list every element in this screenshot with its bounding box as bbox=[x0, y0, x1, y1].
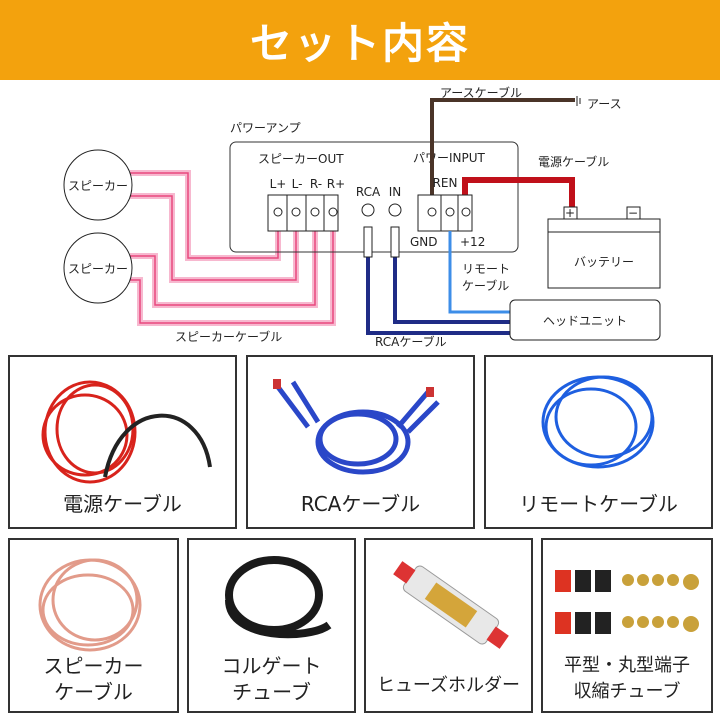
in-label: IN bbox=[389, 185, 402, 199]
battery-minus: − bbox=[628, 206, 638, 220]
speaker-terminals bbox=[267, 194, 339, 232]
product-speaker-cable: スピーカー ケーブル bbox=[8, 538, 179, 713]
product-label: ヒューズホルダー bbox=[376, 675, 521, 696]
head-unit-label: ヘッドユニット bbox=[543, 314, 627, 328]
page-title: セット内容 bbox=[249, 18, 470, 68]
product-label-1: 平型・丸型端子 bbox=[564, 655, 690, 676]
battery-label: バッテリー bbox=[574, 255, 634, 269]
battery-plus: + bbox=[565, 206, 575, 220]
product-label: リモートケーブル bbox=[519, 492, 678, 516]
power-input-label: パワーINPUT bbox=[413, 151, 486, 165]
remote-cable-label-1: リモート bbox=[462, 262, 510, 276]
rca-cable-label: RCAケーブル bbox=[375, 334, 447, 349]
terminal-r-plus: R+ bbox=[327, 177, 345, 191]
remote-cable-label-2: ケーブル bbox=[462, 278, 509, 293]
product-remote-cable: リモートケーブル bbox=[484, 355, 713, 529]
ren-label: REN bbox=[433, 176, 458, 190]
speaker-out-label: スピーカーOUT bbox=[258, 152, 344, 166]
earth-cable-label: アースケーブル bbox=[440, 85, 522, 100]
rca-cables bbox=[366, 256, 510, 335]
product-fuse-holder: ヒューズホルダー bbox=[364, 538, 533, 713]
speaker-cable-label: スピーカーケーブル bbox=[175, 329, 282, 344]
terminal-l-minus: L- bbox=[292, 177, 303, 191]
head-unit bbox=[509, 299, 661, 341]
power-cable-label: 電源ケーブル bbox=[538, 154, 609, 169]
terminal-r-minus: R- bbox=[310, 177, 322, 191]
remote-cable bbox=[448, 231, 510, 314]
product-power-cable: 電源ケーブル bbox=[8, 355, 237, 529]
product-corrugated-tube: コルゲート チューブ bbox=[187, 538, 356, 713]
terminal-l-plus: L+ bbox=[270, 177, 287, 191]
speaker-2-label: スピーカー bbox=[68, 262, 128, 276]
gnd-label: GND bbox=[410, 235, 438, 249]
product-terminals-tubes: 平型・丸型端子 収縮チューブ bbox=[541, 538, 713, 713]
battery bbox=[547, 218, 661, 289]
rca-label: RCA bbox=[356, 185, 381, 199]
earth-label: アース bbox=[587, 97, 622, 111]
ground-icon bbox=[576, 96, 581, 106]
product-label: RCAケーブル bbox=[300, 492, 421, 516]
speaker-2 bbox=[63, 232, 133, 304]
earth-cable bbox=[430, 98, 575, 200]
product-label-1: コルゲート bbox=[221, 654, 322, 678]
speaker-1-label: スピーカー bbox=[68, 179, 128, 193]
product-label-2: 収縮チューブ bbox=[573, 681, 681, 702]
product-rca-cable: RCAケーブル bbox=[246, 355, 475, 529]
wiring-diagram: スピーカー スピーカー パワーアンプ スピーカーOUT L+ L- R- R+ … bbox=[63, 85, 661, 349]
plus12-label: +12 bbox=[460, 235, 485, 249]
product-label-2: チューブ bbox=[232, 680, 311, 704]
product-label: 電源ケーブル bbox=[63, 492, 182, 516]
header-banner: セット内容 bbox=[0, 0, 720, 80]
amp-box bbox=[229, 141, 519, 253]
amp-label: パワーアンプ bbox=[230, 121, 301, 135]
product-label-1: スピーカー bbox=[43, 654, 144, 678]
speaker-1 bbox=[63, 149, 133, 221]
power-cable bbox=[462, 177, 575, 210]
product-label-2: ケーブル bbox=[54, 680, 133, 704]
